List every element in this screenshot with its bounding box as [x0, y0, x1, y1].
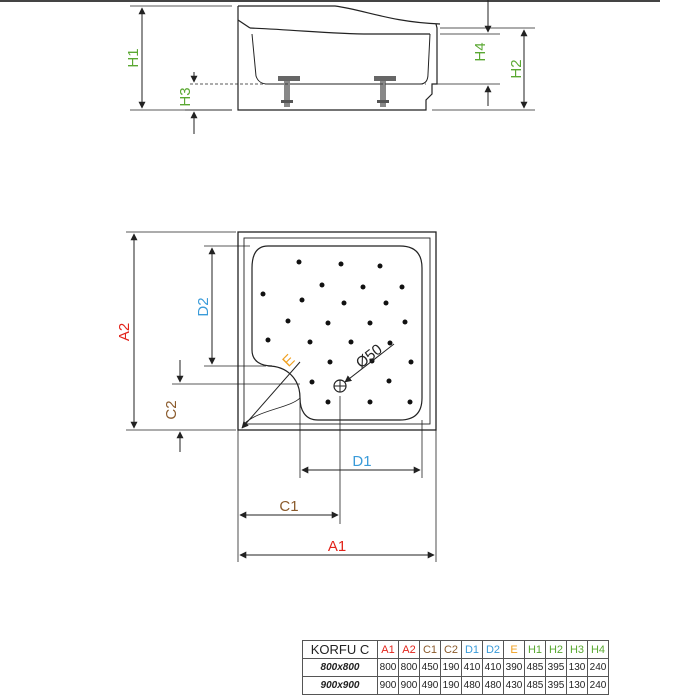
dim-a2: A2	[116, 231, 236, 431]
header-c2: C2	[440, 640, 462, 659]
foot-left	[278, 76, 300, 107]
label-a2: A2	[116, 323, 133, 341]
header-a2: A2	[398, 640, 420, 659]
side-view-inner-top	[249, 27, 430, 35]
table-cell: 450	[419, 658, 441, 677]
table-cell: 485	[524, 676, 546, 695]
label-h4: H4	[472, 42, 489, 61]
label-c1: C1	[279, 498, 298, 515]
table-cell: 800	[398, 658, 420, 677]
table-cell: 130	[566, 658, 588, 677]
table-cell: 240	[587, 658, 609, 677]
table-cell: 130	[566, 676, 588, 695]
dim-h4: H4	[432, 0, 500, 106]
label-h1: H1	[125, 48, 142, 67]
tray-outer	[237, 231, 437, 431]
table-cell: 240	[587, 676, 609, 695]
dim-h2: H2	[432, 27, 535, 111]
side-view-top-curve	[238, 5, 441, 25]
table-cell: 395	[545, 658, 567, 677]
size-label: 800x800	[302, 658, 378, 677]
size-label: 900x900	[302, 676, 378, 695]
foot-right	[374, 76, 396, 107]
table-cell: 410	[482, 658, 504, 677]
label-h3: H3	[177, 87, 194, 106]
table-cell: 485	[524, 658, 546, 677]
table-cell: 900	[377, 676, 399, 695]
dim-d1: D1	[299, 400, 423, 478]
side-view-basin	[251, 33, 431, 85]
table-cell: 900	[398, 676, 420, 695]
label-a1: A1	[328, 538, 346, 555]
spec-table: KORFU C A1 A2 C1 C2 D1 D2 E H1 H2 H3 H4 …	[302, 640, 609, 695]
table-cell: 395	[545, 676, 567, 695]
dim-d2: D2	[195, 245, 266, 367]
basin-lip	[243, 397, 301, 425]
label-drain: Ø50	[353, 341, 386, 372]
header-d1: D1	[461, 640, 483, 659]
header-e: E	[503, 640, 525, 659]
table-cell: 430	[503, 676, 525, 695]
dim-drain: Ø50	[344, 341, 395, 383]
header-h1: H1	[524, 640, 546, 659]
table-cell: 480	[461, 676, 483, 695]
table-cell: 480	[482, 676, 504, 695]
header-c1: C1	[419, 640, 441, 659]
header-h3: H3	[566, 640, 588, 659]
header-a1: A1	[377, 640, 399, 659]
side-view-outline	[237, 6, 438, 111]
dim-c2: C2	[163, 360, 300, 452]
model-name: KORFU C	[302, 640, 378, 659]
side-view	[190, 5, 441, 111]
header-d2: D2	[482, 640, 504, 659]
label-d2: D2	[195, 297, 212, 316]
table-row: 800x800 800 800 450 190 410 410 390 485 …	[302, 658, 609, 677]
tray-inner	[243, 237, 431, 425]
dim-h3: H3	[177, 72, 232, 134]
basin-outline	[251, 245, 423, 421]
header-h2: H2	[545, 640, 567, 659]
label-h2: H2	[508, 59, 525, 78]
dim-c1: C1	[237, 396, 437, 562]
anti-slip-dots	[260, 259, 414, 405]
table-cell: 190	[440, 658, 462, 677]
label-d1: D1	[352, 453, 371, 470]
table-cell: 190	[440, 676, 462, 695]
label-c2: C2	[163, 400, 180, 419]
table-row: 900x900 900 900 490 190 480 480 430 485 …	[302, 676, 609, 695]
dim-e: E	[241, 351, 301, 429]
dim-a1: A1	[239, 538, 435, 559]
table-cell: 390	[503, 658, 525, 677]
side-view-rim	[237, 19, 251, 29]
table-cell: 490	[419, 676, 441, 695]
table-header-row: KORFU C A1 A2 C1 C2 D1 D2 E H1 H2 H3 H4	[302, 640, 609, 659]
table-cell: 410	[461, 658, 483, 677]
header-h4: H4	[587, 640, 609, 659]
plan-view	[237, 231, 437, 431]
table-cell: 800	[377, 658, 399, 677]
